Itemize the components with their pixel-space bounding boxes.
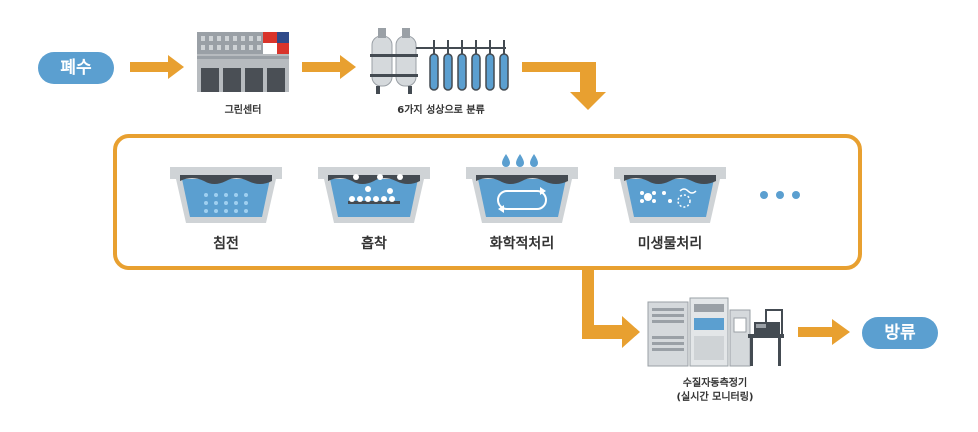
sorting-caption: 6가지 성상으로 분류 <box>397 105 485 116</box>
sorting-equipment-icon <box>370 28 509 94</box>
arrow-down-icon <box>522 62 606 110</box>
process-label: 침전 <box>213 236 239 252</box>
wastewater-pill: 폐수 <box>38 52 114 84</box>
chemical-tank-icon <box>466 154 578 223</box>
monitor-caption-line1: 수질자동측정기 <box>682 378 748 389</box>
green-center-caption: 그린센터 <box>224 105 262 116</box>
more-dots-icon <box>760 191 800 199</box>
arrow-right-icon <box>798 319 850 345</box>
green-center-building-icon <box>197 32 289 92</box>
arrow-right-icon <box>302 55 356 79</box>
water-quality-monitor-icon <box>647 297 784 367</box>
arrow-right-icon <box>130 55 184 79</box>
treatment-process-box <box>113 134 862 270</box>
monitor-caption-line2: (실시간 모니터링) <box>676 392 754 403</box>
adsorption-tank-icon <box>318 167 430 223</box>
sedimentation-tank-icon <box>170 167 282 223</box>
process-label: 미생물처리 <box>637 236 703 252</box>
process-label: 화학적처리 <box>489 236 555 252</box>
process-label: 흡착 <box>361 236 387 252</box>
arrow-right-icon <box>582 270 640 348</box>
microbial-tank-icon <box>614 167 726 223</box>
discharge-pill: 방류 <box>862 317 938 349</box>
